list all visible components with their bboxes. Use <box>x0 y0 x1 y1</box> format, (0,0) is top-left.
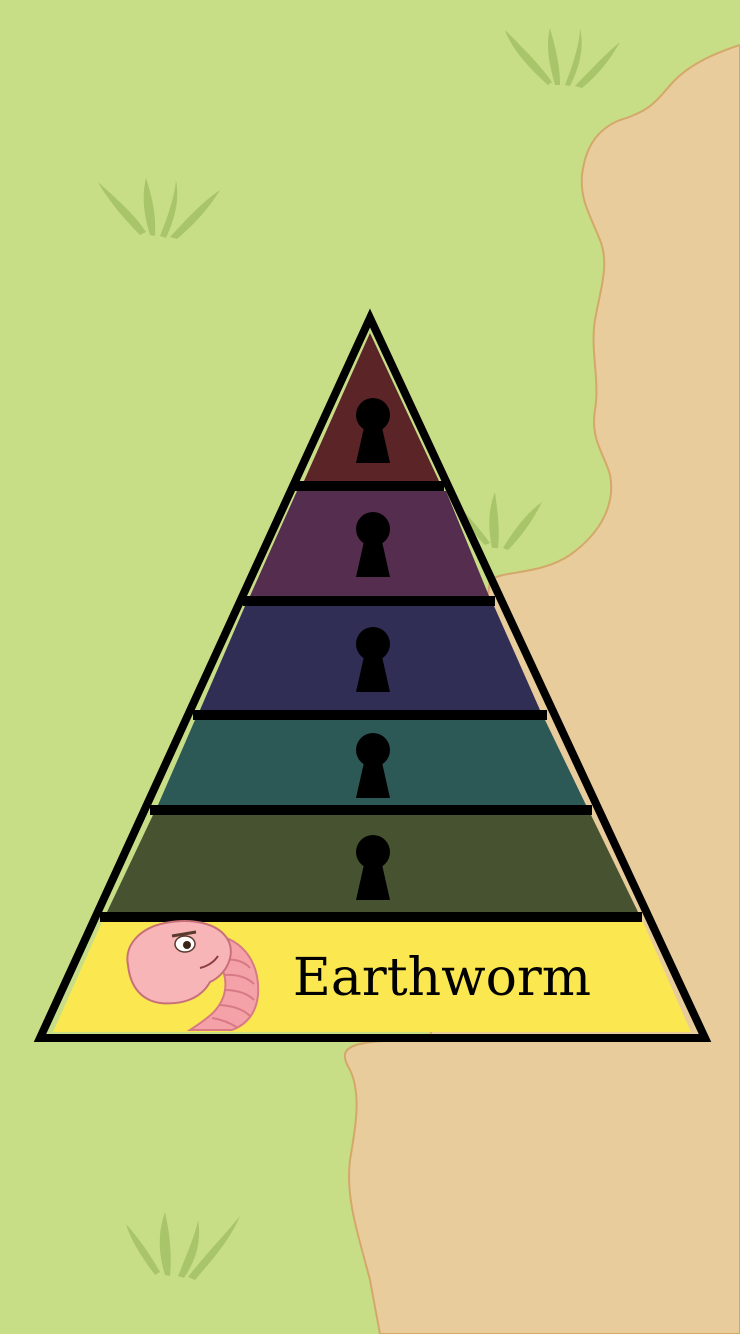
keyhole-icon <box>356 835 390 900</box>
tier-label-earthworm: Earthworm <box>293 948 591 1008</box>
food-pyramid: Earthworm <box>33 308 712 1042</box>
pyramid-outline <box>33 308 712 1042</box>
grass-tuft-left <box>98 178 220 239</box>
keyhole-icon <box>356 512 390 577</box>
keyhole-icon <box>356 398 390 463</box>
earthworm-icon <box>126 920 260 1031</box>
tier-separators <box>100 481 642 922</box>
keyhole-icon <box>356 733 390 798</box>
keyhole-icon <box>356 627 390 692</box>
grass-tuft-top-right <box>505 28 620 88</box>
grass-tuft-bottom-left <box>126 1212 240 1280</box>
